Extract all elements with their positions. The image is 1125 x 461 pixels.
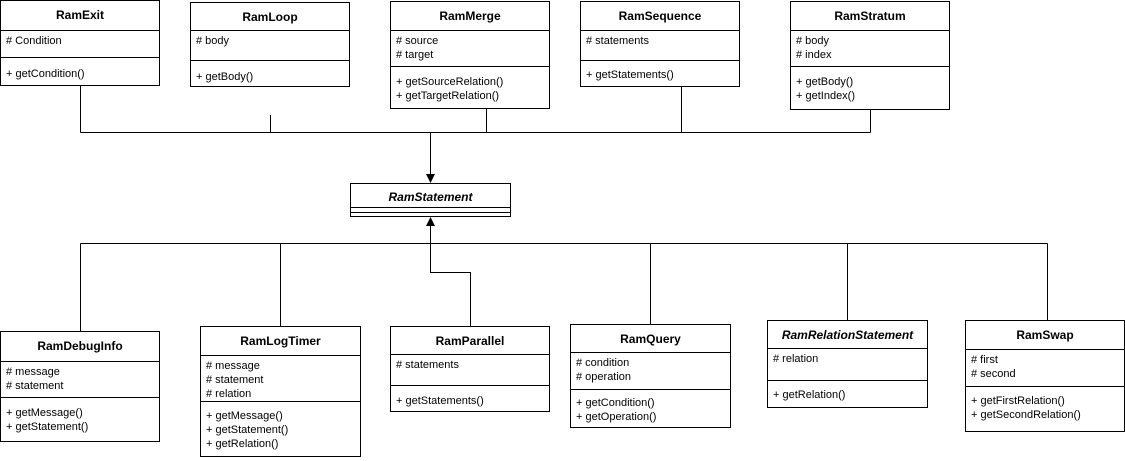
attribute: # relation bbox=[773, 353, 819, 365]
method: + getStatement() bbox=[206, 424, 289, 436]
method: + getCondition() bbox=[576, 397, 655, 409]
method: + getBody() bbox=[196, 71, 254, 83]
attribute: # message bbox=[206, 360, 260, 372]
class-ram-parallel[interactable]: RamParallel # statements + getStatements… bbox=[390, 326, 550, 412]
method: + getSecondRelation() bbox=[971, 409, 1081, 421]
class-name: RamRelationStatement bbox=[768, 321, 927, 349]
attributes: # relation bbox=[768, 349, 927, 381]
class-ram-query[interactable]: RamQuery # condition # operation + getCo… bbox=[570, 324, 731, 428]
method: + getFirstRelation() bbox=[971, 395, 1065, 407]
method: + getTargetRelation() bbox=[396, 90, 500, 102]
methods: + getFirstRelation() + getSecondRelation… bbox=[966, 387, 1124, 422]
method: + getCondition() bbox=[6, 68, 85, 80]
method: + getMessage() bbox=[6, 407, 83, 419]
attributes: # source # target bbox=[391, 31, 549, 67]
class-name: RamSequence bbox=[581, 2, 739, 31]
method: + getOperation() bbox=[576, 411, 657, 423]
class-ram-log-timer[interactable]: RamLogTimer # message # statement # rela… bbox=[200, 326, 361, 457]
attribute: # statements bbox=[586, 35, 649, 47]
class-name: RamStratum bbox=[791, 2, 949, 31]
class-ram-swap[interactable]: RamSwap # first # second + getFirstRelat… bbox=[965, 320, 1125, 432]
class-ram-stratum[interactable]: RamStratum # body # index + getBody() + … bbox=[790, 1, 950, 110]
class-ram-relation-statement[interactable]: RamRelationStatement # relation + getRel… bbox=[767, 320, 928, 408]
attributes: # statements bbox=[581, 31, 739, 61]
methods: + getStatements() bbox=[581, 61, 739, 82]
class-name: RamQuery bbox=[571, 325, 730, 353]
attribute: # source bbox=[396, 35, 439, 47]
attribute: # index bbox=[796, 49, 832, 61]
attributes bbox=[351, 208, 510, 213]
class-name: RamLogTimer bbox=[201, 327, 360, 356]
attributes: # Condition bbox=[1, 31, 159, 58]
attribute: # body bbox=[796, 35, 830, 47]
method: + getStatements() bbox=[396, 395, 484, 407]
attribute: # message bbox=[6, 366, 60, 378]
methods: + getMessage() + getStatement() bbox=[1, 398, 159, 434]
methods: + getCondition() bbox=[1, 58, 159, 81]
attributes: # first # second bbox=[966, 350, 1124, 387]
class-ram-exit[interactable]: RamExit # Condition + getCondition() bbox=[0, 0, 160, 86]
attribute: # statement bbox=[206, 374, 264, 386]
attribute: # statements bbox=[396, 359, 459, 371]
methods: + getBody() bbox=[191, 61, 349, 84]
attribute: # operation bbox=[576, 371, 632, 383]
attributes: # body # index bbox=[791, 31, 949, 67]
class-name: RamSwap bbox=[966, 321, 1124, 350]
method: + getRelation() bbox=[206, 438, 279, 450]
attributes: # message # statement bbox=[1, 362, 159, 398]
class-name: RamMerge bbox=[391, 2, 549, 31]
class-name: RamStatement bbox=[351, 184, 510, 208]
attributes: # condition # operation bbox=[571, 353, 730, 390]
arrowhead-bottom bbox=[426, 217, 435, 226]
methods: + getCondition() + getOperation() bbox=[571, 390, 730, 424]
class-ram-debug-info[interactable]: RamDebugInfo # message # statement + get… bbox=[0, 331, 160, 442]
arrowhead-top bbox=[426, 174, 435, 183]
method: + getIndex() bbox=[796, 90, 856, 102]
attributes: # body bbox=[191, 31, 349, 61]
method: + getSourceRelation() bbox=[396, 76, 504, 88]
method: + getBody() bbox=[796, 76, 854, 88]
methods: + getMessage() + getStatement() + getRel… bbox=[201, 402, 360, 451]
class-name: RamDebugInfo bbox=[1, 332, 159, 362]
attribute: # statement bbox=[6, 380, 64, 392]
attribute: # relation bbox=[206, 388, 252, 400]
class-name: RamParallel bbox=[391, 327, 549, 355]
class-ram-statement[interactable]: RamStatement bbox=[350, 183, 511, 217]
methods: + getBody() + getIndex() bbox=[791, 67, 949, 103]
attribute: # target bbox=[396, 49, 434, 61]
attributes: # message # statement # relation bbox=[201, 356, 360, 402]
method: + getStatement() bbox=[6, 421, 89, 433]
attribute: # body bbox=[196, 35, 230, 47]
method: + getMessage() bbox=[206, 410, 283, 422]
attribute: # first bbox=[971, 354, 998, 366]
class-ram-loop[interactable]: RamLoop # body + getBody() bbox=[190, 2, 350, 87]
attribute: # condition bbox=[576, 357, 630, 369]
class-ram-sequence[interactable]: RamSequence # statements + getStatements… bbox=[580, 1, 740, 87]
class-name: RamLoop bbox=[191, 3, 349, 31]
methods: + getRelation() bbox=[768, 381, 927, 402]
attributes: # statements bbox=[391, 355, 549, 386]
method: + getRelation() bbox=[773, 389, 846, 401]
attribute: # second bbox=[971, 368, 1016, 380]
methods: + getStatements() bbox=[391, 386, 549, 408]
connector-ram-parallel bbox=[430, 243, 471, 326]
method: + getStatements() bbox=[586, 69, 674, 81]
class-name: RamExit bbox=[1, 1, 159, 31]
attribute: # Condition bbox=[6, 35, 62, 47]
methods: + getSourceRelation() + getTargetRelatio… bbox=[391, 67, 549, 103]
class-ram-merge[interactable]: RamMerge # source # target + getSourceRe… bbox=[390, 1, 550, 109]
